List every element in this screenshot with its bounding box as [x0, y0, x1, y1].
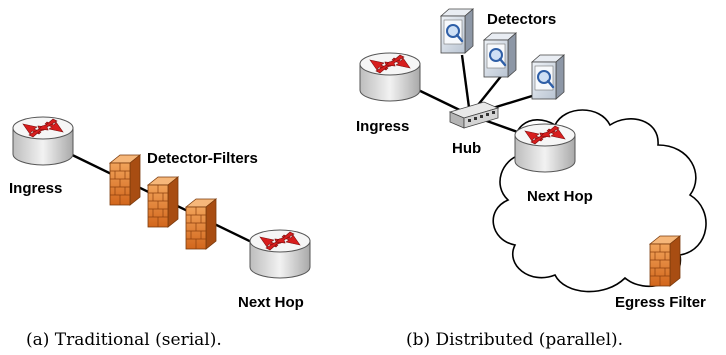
- hub-icon: [448, 101, 500, 129]
- detector-icon: [530, 53, 566, 101]
- router-icon: [514, 123, 576, 173]
- firewall-icon: [109, 154, 141, 206]
- detector-icon: [482, 31, 518, 79]
- next-hop-label: Next Hop: [527, 188, 593, 205]
- caption-b: (b) Distributed (parallel).: [406, 330, 623, 350]
- router-icon: [359, 52, 421, 102]
- detectors-label: Detectors: [487, 11, 556, 28]
- caption-a: (a) Traditional (serial).: [26, 330, 222, 350]
- egress-filter-label: Egress Filter: [615, 294, 706, 311]
- panel-a: Ingress Detector-Filters Next Hop (a) Tr…: [9, 116, 311, 350]
- hub-label: Hub: [452, 140, 481, 157]
- ingress-label: Ingress: [356, 118, 409, 135]
- firewall-icon: [147, 176, 179, 228]
- firewall-icon: [185, 198, 217, 250]
- ingress-label: Ingress: [9, 180, 62, 197]
- firewall-icon: [649, 235, 681, 287]
- panel-b: Detectors Ingress Hub Next Hop Egress Fi…: [356, 7, 707, 350]
- router-icon: [249, 229, 311, 279]
- detector-filters-label: Detector-Filters: [147, 150, 258, 167]
- detector-icon: [439, 7, 475, 55]
- router-icon: [12, 116, 74, 166]
- next-hop-label: Next Hop: [238, 294, 304, 311]
